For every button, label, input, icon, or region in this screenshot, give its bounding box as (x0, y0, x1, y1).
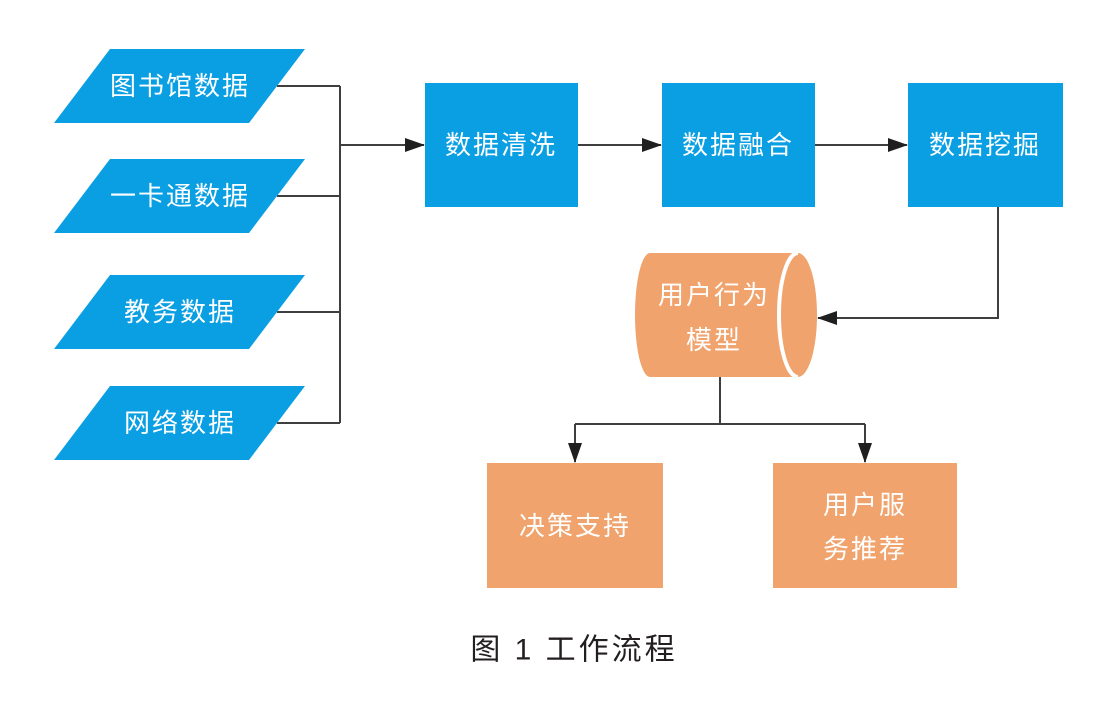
model-node-label-line2: 模型 (686, 325, 742, 355)
model-node-cylinder-shape (635, 253, 817, 377)
process-node-mining-label: 数据挖掘 (929, 130, 1041, 160)
output-node-decision-shape (487, 463, 663, 588)
output-node-recommend-label-line2: 务推荐 (823, 534, 907, 564)
arrow-mining-to-model (817, 207, 999, 325)
model-node-label-line1: 用户行为 (658, 280, 770, 310)
output-node-recommend-shape (773, 463, 957, 588)
process-node-mining-shape (908, 83, 1063, 207)
source-node-card-label: 一卡通数据 (110, 181, 250, 211)
process-node-fusion-label: 数据融合 (682, 130, 794, 160)
process-node-cleaning-label: 数据清洗 (445, 130, 557, 160)
source-node-library-shape (54, 49, 305, 123)
process-node-cleaning: 数据清洗 (425, 83, 578, 207)
process-node-mining: 数据挖掘 (908, 83, 1063, 207)
source-node-library: 图书馆数据 (54, 49, 305, 123)
source-node-academic: 教务数据 (54, 275, 305, 349)
source-node-network: 网络数据 (54, 386, 305, 460)
cylinder-seam-arc (777, 251, 799, 379)
source-node-card-shape (54, 159, 305, 233)
source-node-network-shape (54, 386, 305, 460)
source-node-network-label: 网络数据 (124, 408, 236, 438)
process-node-fusion-shape (662, 83, 815, 207)
output-node-decision-label: 决策支持 (519, 511, 631, 541)
output-node-recommend: 用户服 务推荐 (773, 463, 957, 588)
output-node-recommend-label-line1: 用户服 (823, 490, 907, 520)
source-node-library-label: 图书馆数据 (110, 71, 250, 101)
source-node-academic-shape (54, 275, 305, 349)
process-node-cleaning-shape (425, 83, 578, 207)
source-node-card: 一卡通数据 (54, 159, 305, 233)
output-node-decision: 决策支持 (487, 463, 663, 588)
figure-caption: 图 1 工作流程 (470, 634, 677, 667)
process-node-fusion: 数据融合 (662, 83, 815, 207)
source-node-academic-label: 教务数据 (124, 297, 236, 327)
model-node-cylinder: 用户行为 模型 (635, 251, 817, 379)
